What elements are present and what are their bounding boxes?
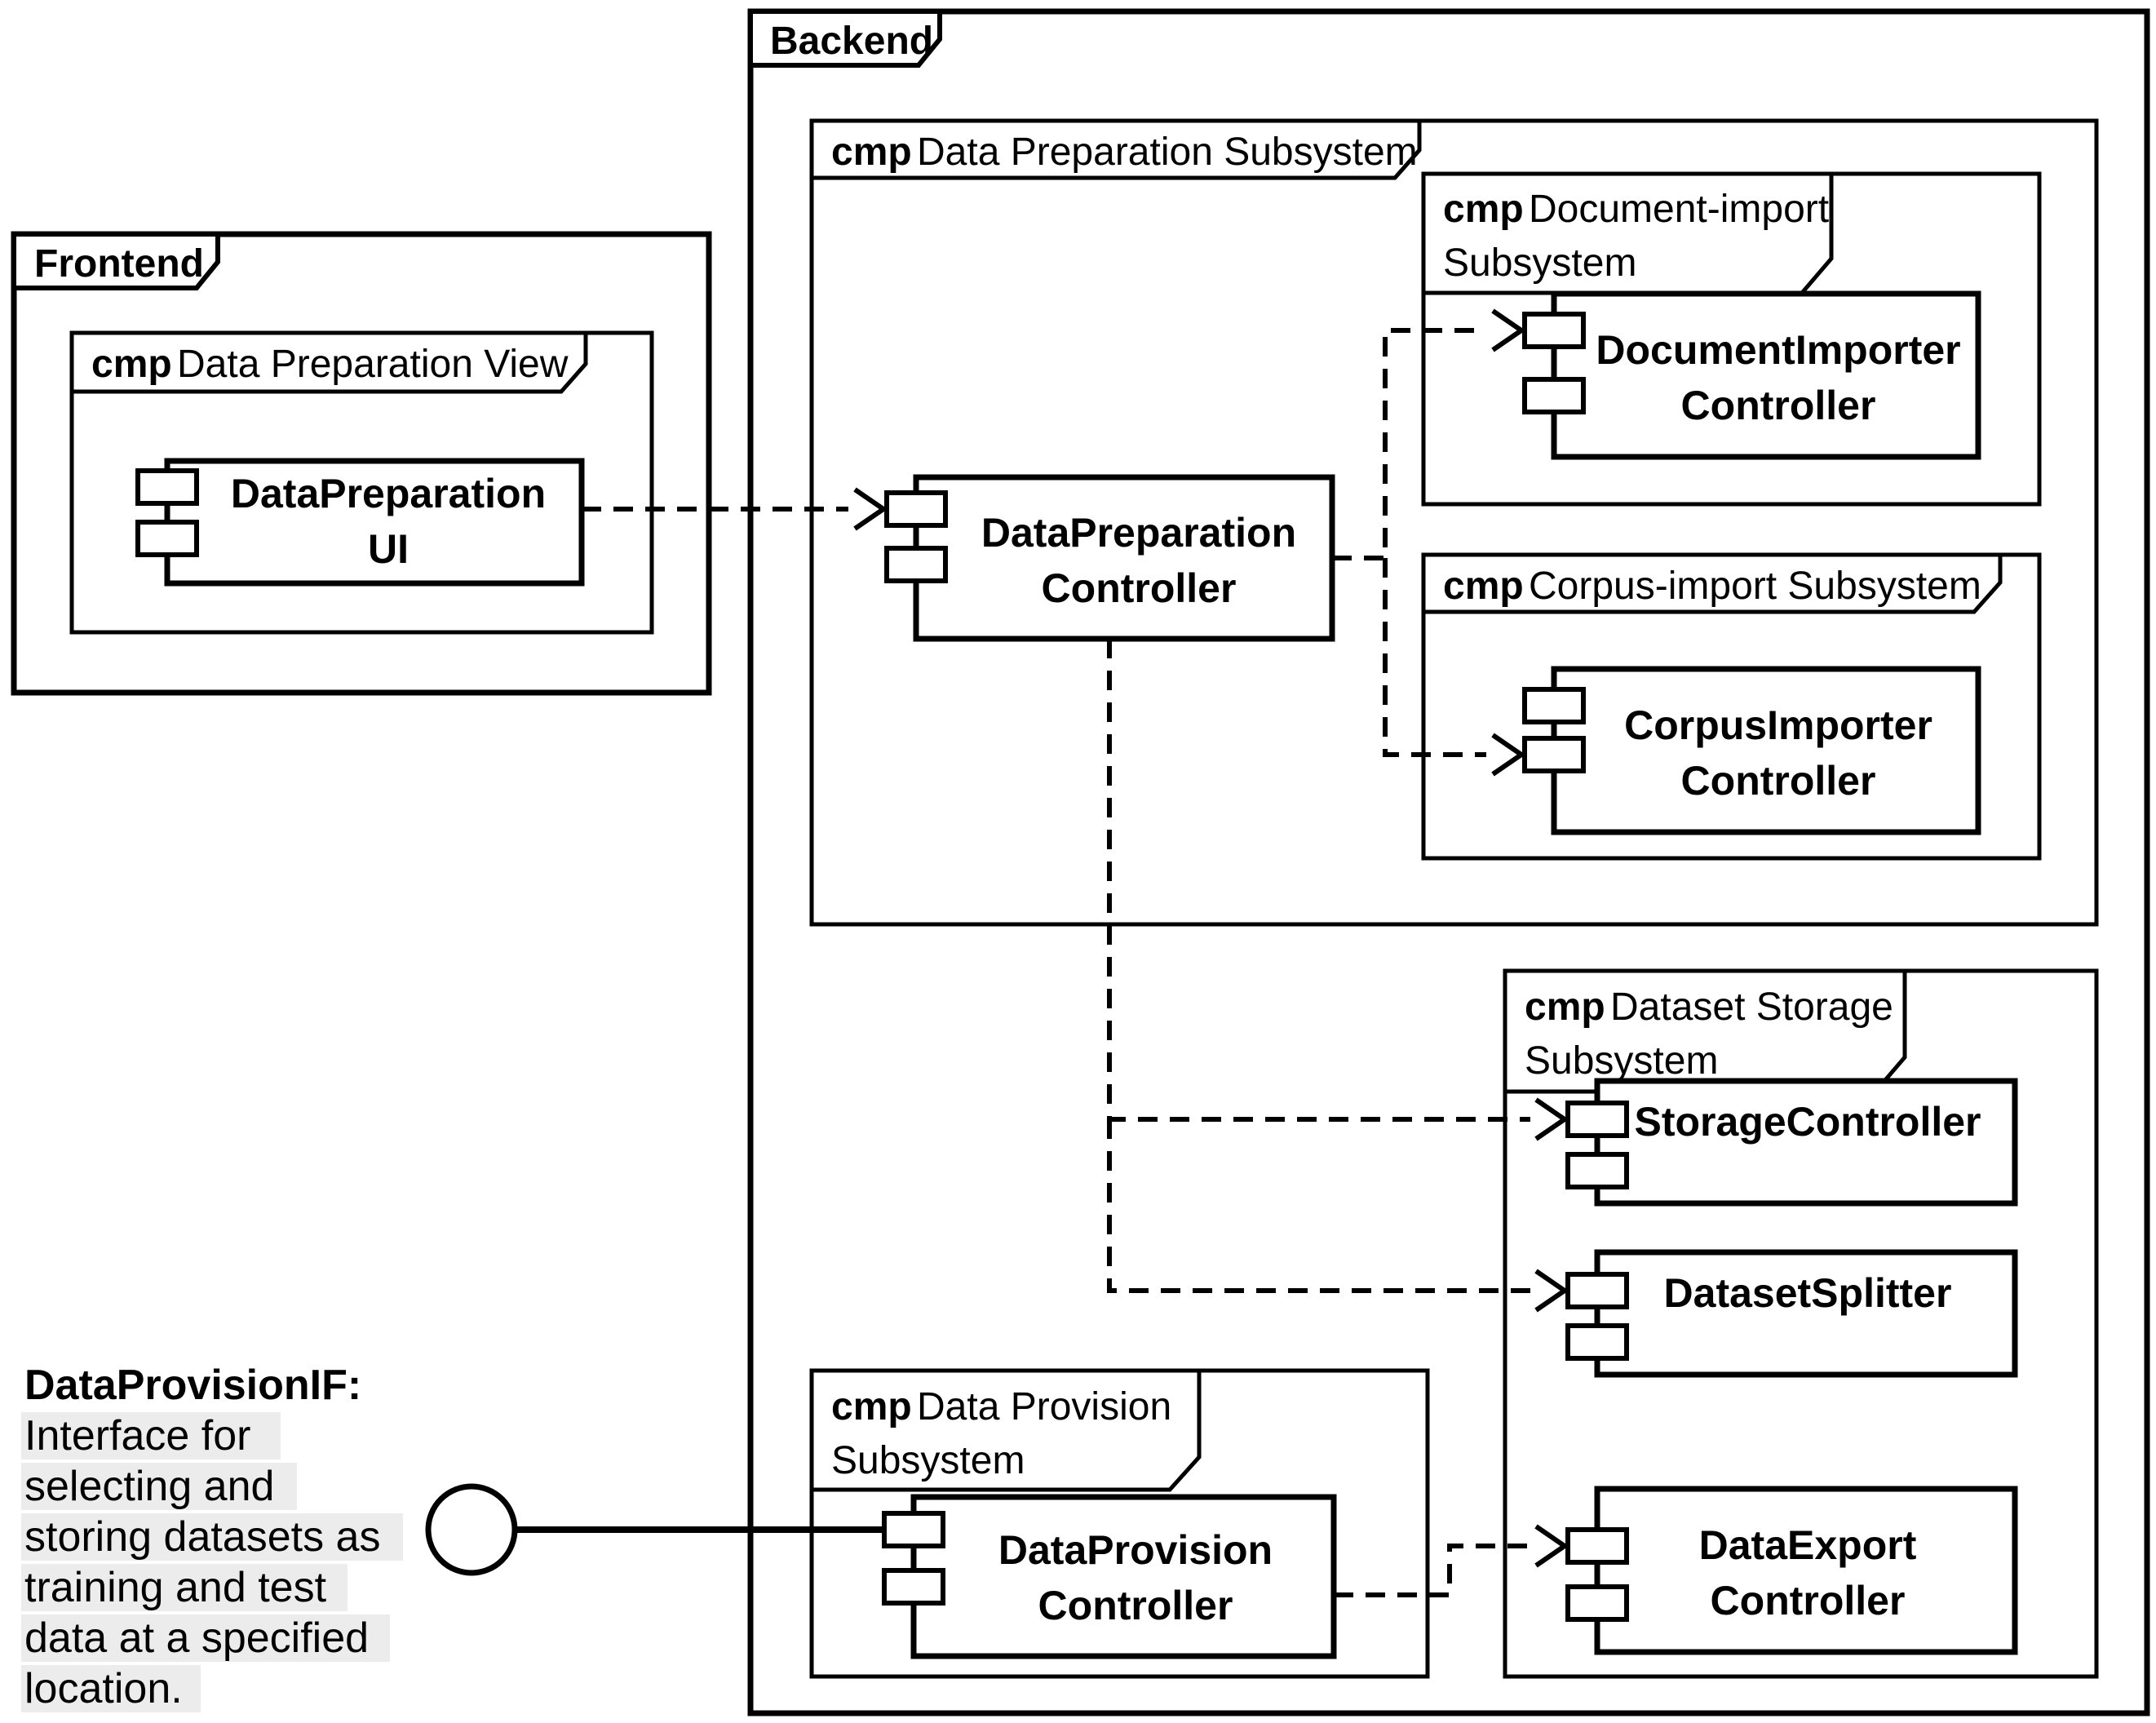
data-preparation-ui-port-2 [135,520,199,557]
data-preparation-ui-port-1 [135,468,199,506]
dependency-provision-to-data-export [1334,1544,1530,1597]
document-import-subsystem-title-line2: Subsystem [1443,241,1636,285]
dataset-storage-subsystem-title-line2: Subsystem [1525,1039,1718,1083]
storage-controller-port-2 [1565,1152,1629,1189]
storage-controller-port-1 [1565,1101,1629,1138]
data-provision-subsystem-title-line1: Data Provision [917,1385,1171,1428]
frontend-package-tab [11,232,220,290]
annotation-highlight [21,1513,403,1561]
dataset-storage-subsystem-title-line1: Dataset Storage [1610,986,1893,1029]
data-provision-controller-component [910,1494,1337,1659]
corpus-import-subsystem-keyword: cmp [1443,565,1524,608]
corpus-importer-controller-component [1551,666,1981,835]
data-preparation-controller-component [913,474,1335,642]
corpus-importer-controller-name-line2: Controller [1681,758,1876,804]
arrowhead-into-dataset-splitter [1534,1269,1569,1313]
annotation-line-7: location. [24,1665,183,1712]
data-preparation-subsystem-keyword: cmp [831,131,912,174]
annotation-line-3: selecting and [24,1463,274,1510]
dataset-storage-subsystem-tab [1503,968,1907,1094]
document-importer-controller-component [1551,290,1981,460]
annotation-highlight [21,1564,348,1611]
provided-interface-circle [425,1483,518,1576]
backend-package-label: Backend [770,20,933,63]
document-import-subsystem-keyword: cmp [1443,188,1524,231]
data-provision-subsystem-tab [809,1368,1202,1492]
corpus-importer-controller-port-2 [1522,736,1586,773]
annotation-line-4: storing datasets as [24,1513,380,1561]
annotation-highlight [21,1614,390,1662]
annotation-line-1: DataProvisionIF: [24,1362,361,1409]
data-preparation-controller-name-line2: Controller [1042,565,1237,611]
data-preparation-controller-port-2 [884,546,948,583]
annotation-highlight [21,1665,201,1712]
annotation-highlight [21,1412,281,1459]
dependency-controller-to-document-importer [1332,328,1486,560]
arrowhead-into-document-importer [1491,308,1526,352]
data-export-controller-port-1 [1565,1527,1629,1565]
dataset-splitter-name: DatasetSplitter [1664,1270,1952,1316]
corpus-importer-controller-name-line1: CorpusImporter [1624,702,1932,748]
data-provision-controller-port-2 [882,1568,945,1606]
data-preparation-view-tab [69,330,588,394]
backend-package-tab [748,9,942,68]
annotation-line-6: data at a specified [24,1614,369,1662]
document-importer-controller-port-1 [1522,312,1586,349]
dataset-storage-subsystem-keyword: cmp [1525,986,1605,1029]
data-preparation-subsystem-title: Data Preparation Subsystem [917,131,1418,174]
corpus-importer-controller-port-1 [1522,687,1586,724]
data-provision-subsystem-title-line2: Subsystem [831,1439,1025,1482]
dependency-controller-to-corpus-importer [1383,558,1486,757]
data-provision-controller-name-line2: Controller [1038,1583,1233,1628]
data-export-controller-name-line2: Controller [1711,1578,1906,1623]
document-importer-controller-name-line1: DocumentImporter [1596,327,1960,373]
data-preparation-controller-name-line1: DataPreparation [981,510,1296,556]
dataset-splitter-port-1 [1565,1272,1629,1309]
data-preparation-ui-component [164,458,585,587]
data-preparation-controller-port-1 [884,490,948,528]
corpus-import-subsystem-title: Corpus-import Subsystem [1529,565,1981,608]
arrowhead-into-preparation-controller [853,487,888,531]
data-export-controller-component [1594,1486,2018,1655]
data-preparation-ui-name-line1: DataPreparation [231,471,546,516]
data-provision-subsystem-keyword: cmp [831,1385,912,1428]
arrowhead-into-data-export-controller [1534,1524,1569,1568]
arrowhead-into-storage-controller [1534,1097,1569,1141]
storage-controller-component [1594,1078,2018,1207]
annotation-line-5: training and test [24,1564,327,1611]
corpus-import-subsystem-tab [1421,552,2003,614]
annotation-line-2: Interface for [24,1412,250,1459]
data-preparation-subsystem-tab [809,118,1422,180]
data-export-controller-port-2 [1565,1584,1629,1622]
document-import-subsystem-title-line1: Document-import [1529,188,1829,231]
document-importer-controller-port-2 [1522,377,1586,414]
document-importer-controller-name-line2: Controller [1681,383,1876,428]
arrowhead-into-corpus-importer [1491,733,1526,777]
dependency-controller-to-dataset-splitter [1107,1119,1530,1293]
dataset-splitter-port-2 [1565,1323,1629,1361]
data-export-controller-name-line1: DataExport [1699,1522,1917,1568]
data-preparation-ui-name-line2: UI [368,526,409,572]
dataset-splitter-component [1594,1249,2018,1378]
document-import-subsystem-tab [1421,171,1834,295]
data-preparation-view-keyword: cmp [91,343,172,386]
annotation-highlight [21,1463,297,1510]
frontend-package-label: Frontend [34,242,204,286]
data-provision-controller-name-line1: DataProvision [998,1527,1273,1573]
data-provision-controller-port-1 [882,1511,945,1548]
storage-controller-name: StorageController [1634,1099,1981,1145]
data-preparation-view-title: Data Preparation View [177,343,569,386]
